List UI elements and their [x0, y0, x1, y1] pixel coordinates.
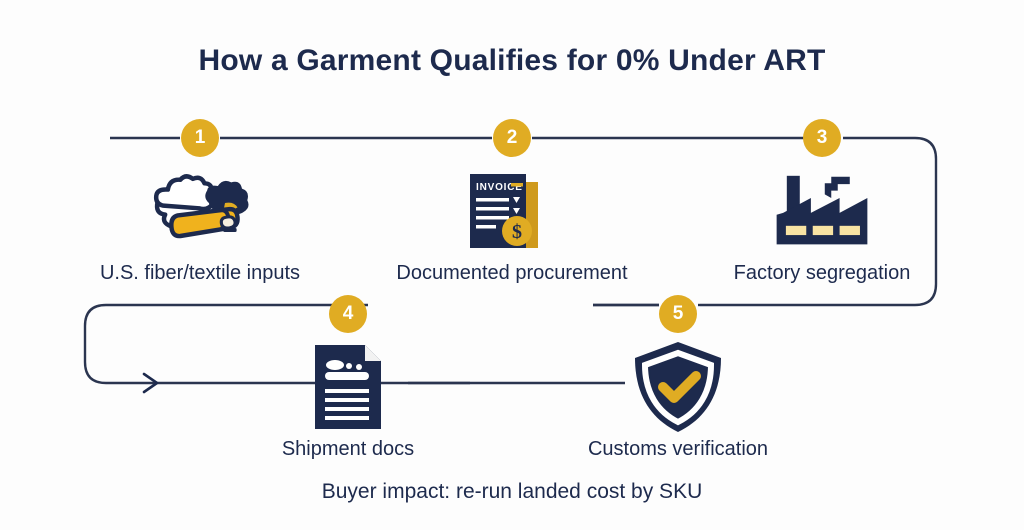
- step-4-badge: 4: [329, 295, 367, 333]
- connector-left-wrap: [83, 303, 659, 385]
- factory-window-1: [785, 225, 807, 236]
- cotton-thread-spool-icon: [150, 165, 250, 257]
- shield-check-icon: [628, 341, 728, 433]
- invoice-dollar-icon: INVOICE $: [462, 165, 562, 257]
- step-2-label: Documented procurement: [396, 262, 628, 284]
- step-3-badge: 3: [803, 119, 841, 157]
- factory-window-2: [812, 225, 834, 236]
- dollar-symbol-icon: $: [512, 221, 522, 243]
- page-title: How a Garment Qualifies for 0% Under ART: [198, 44, 826, 77]
- connector-right-wrap: [700, 136, 938, 307]
- step-1-badge: 1: [181, 119, 219, 157]
- flow-arrowhead-icon: [142, 372, 159, 394]
- step-2-badge: 2: [493, 119, 531, 157]
- step-5-label: Customs verification: [587, 438, 769, 460]
- step-4-label: Shipment docs: [281, 438, 415, 460]
- step-3-label: Factory segregation: [733, 262, 911, 284]
- step-5-badge: 5: [659, 295, 697, 333]
- document-lines-icon: [298, 341, 398, 433]
- factory-window-3: [839, 225, 860, 236]
- factory-icon: [772, 165, 872, 257]
- invoice-heading-text: INVOICE: [476, 182, 523, 193]
- step-1-label: U.S. fiber/textile inputs: [99, 262, 301, 284]
- footer-note: Buyer impact: re-run landed cost by SKU: [321, 480, 703, 503]
